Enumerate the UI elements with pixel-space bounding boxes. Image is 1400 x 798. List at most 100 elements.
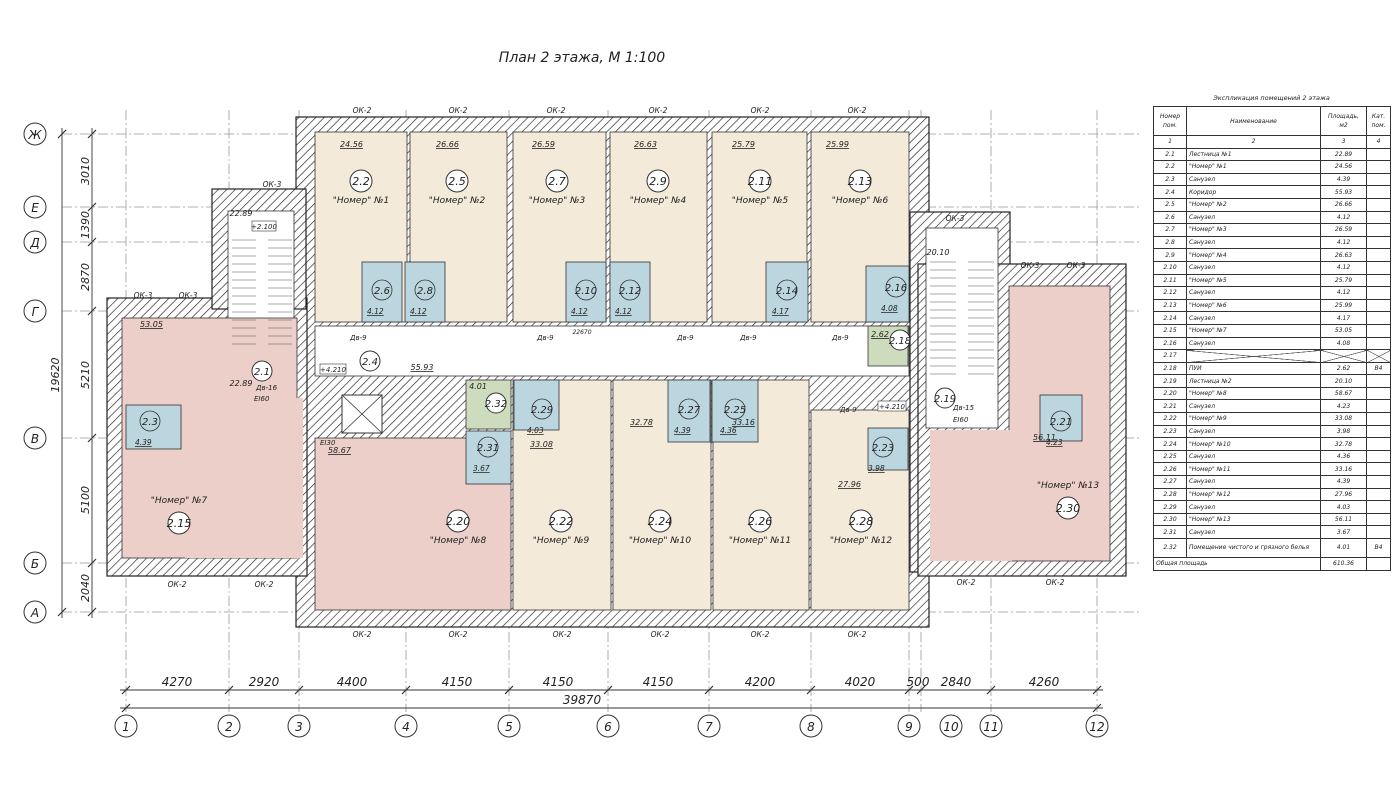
table-cell	[1366, 160, 1391, 174]
bath-number-circle	[885, 276, 907, 298]
table-cell: "Номер" №12	[1186, 487, 1321, 502]
col-axis-marker: 11	[979, 714, 1003, 738]
table-cell: 2.25	[1153, 449, 1187, 464]
room-name: "Номер" №13	[1037, 481, 1100, 491]
room-area: 58.67	[328, 446, 352, 455]
table-cell: ПУИ	[1186, 361, 1321, 376]
row-dim: 5210	[79, 361, 92, 389]
table-cell: 2.14	[1153, 311, 1187, 325]
table-row: 2.17	[1153, 349, 1391, 363]
svg-text:А: А	[30, 606, 39, 620]
room-area: 24.56	[340, 140, 363, 149]
window-label: ОК-2	[547, 106, 566, 115]
bath-fill	[765, 261, 809, 323]
table-cell: В4	[1366, 538, 1391, 558]
window-label: ОК-2	[353, 106, 372, 115]
table-header: Номер пом.	[1153, 106, 1187, 136]
bath-number-circle	[724, 398, 746, 420]
window-label: ОК-3	[1021, 261, 1040, 270]
room-area: 26.63	[634, 140, 657, 149]
svg-text:6: 6	[604, 720, 612, 734]
table-cell: 4.36	[1320, 449, 1367, 464]
bath-number: 2.10	[575, 286, 597, 297]
bath-number-circle	[1050, 410, 1072, 432]
table-cell: "Номер" №8	[1186, 386, 1321, 401]
bath-label: 2.84.12	[410, 279, 436, 316]
clean-area: 4.01	[469, 382, 487, 391]
pui-area: 2.62	[871, 330, 889, 339]
col-axis-marker: 3	[287, 714, 311, 738]
room-fill	[930, 430, 1012, 561]
table-cell: 2.28	[1153, 487, 1187, 502]
room-name: "Номер" №6	[832, 196, 889, 206]
room-area: 33.08	[530, 440, 553, 449]
bath-fill	[867, 427, 909, 471]
bath-number: 2.14	[776, 286, 798, 297]
explication-table: Экспликация помещений 2 этажа Номер пом.…	[1153, 90, 1391, 571]
col-axis-marker: 9	[897, 714, 921, 738]
row-axis-marker: Ж	[23, 122, 47, 146]
row-axis-marker: Б	[23, 551, 47, 575]
table-cell: Санузел	[1186, 525, 1321, 539]
room-name: "Номер" №11	[729, 536, 791, 546]
bath-labels: 2.64.122.84.122.104.122.124.122.144.172.…	[135, 276, 1072, 473]
bath-label: 2.214.23	[1046, 410, 1072, 447]
room-number: 2.26	[748, 515, 773, 528]
table-cell	[1366, 475, 1391, 489]
col-axis-marker: 10	[939, 714, 963, 738]
table-caption: Экспликация помещений 2 этажа	[1213, 94, 1330, 102]
table-cell: 4.17	[1320, 311, 1367, 325]
table-cell	[1366, 336, 1391, 351]
table-cell: Санузел	[1186, 260, 1321, 275]
table-cell	[1320, 349, 1367, 363]
table-cell	[1366, 374, 1391, 388]
bath-label: 2.313.67	[473, 436, 499, 473]
table-cell: 2.23	[1153, 424, 1187, 439]
table-index-row: 1 2 3 4	[1153, 135, 1391, 149]
room-number: 2.24	[648, 515, 673, 528]
table-cell: 2.15	[1153, 323, 1187, 338]
bath-area: 4.17	[772, 307, 789, 316]
room-name: "Номер" №10	[629, 536, 692, 546]
table-cell: 33.08	[1320, 412, 1367, 426]
bath-area: 3.98	[868, 464, 885, 473]
window-label: ОК-2	[651, 630, 670, 639]
room-name: "Номер" №8	[430, 536, 487, 546]
table-cell: Санузел	[1186, 172, 1321, 187]
table-cell: "Номер" №10	[1186, 437, 1321, 451]
col-dim: 4150	[442, 675, 473, 689]
bath-fill	[609, 261, 651, 323]
stair2-area: 20.10	[927, 248, 950, 257]
room-area: 33.16	[732, 418, 755, 427]
row-dimension-chain: 3010 1390 2870 5210 5100 2040 19620	[49, 128, 97, 618]
bath-number: 2.12	[619, 286, 641, 297]
room-number-circle	[646, 169, 670, 193]
bath-label: 2.164.08	[881, 276, 907, 313]
table-cell	[1366, 223, 1391, 237]
bath-fill	[404, 261, 446, 323]
bath-area: 3.67	[473, 464, 490, 473]
bath-fill	[125, 404, 182, 450]
svg-text:В: В	[31, 432, 39, 446]
table-cell: Лестница №2	[1186, 374, 1321, 388]
window-label: ОК-2	[449, 106, 468, 115]
table-cell: 4.03	[1320, 500, 1367, 514]
bath-number: 2.29	[531, 405, 553, 416]
table-cell: 25.99	[1320, 298, 1367, 313]
table-cell: 2.13	[1153, 298, 1187, 313]
table-cell: 4.08	[1320, 336, 1367, 351]
total-value: 610.36	[1320, 557, 1367, 571]
clean-number: 2.32	[485, 399, 507, 410]
room-number: 2.11	[748, 175, 773, 188]
room-name: "Номер" №1	[333, 196, 390, 206]
fire-rating: EI60	[953, 416, 969, 424]
room-number-circle	[446, 509, 470, 533]
